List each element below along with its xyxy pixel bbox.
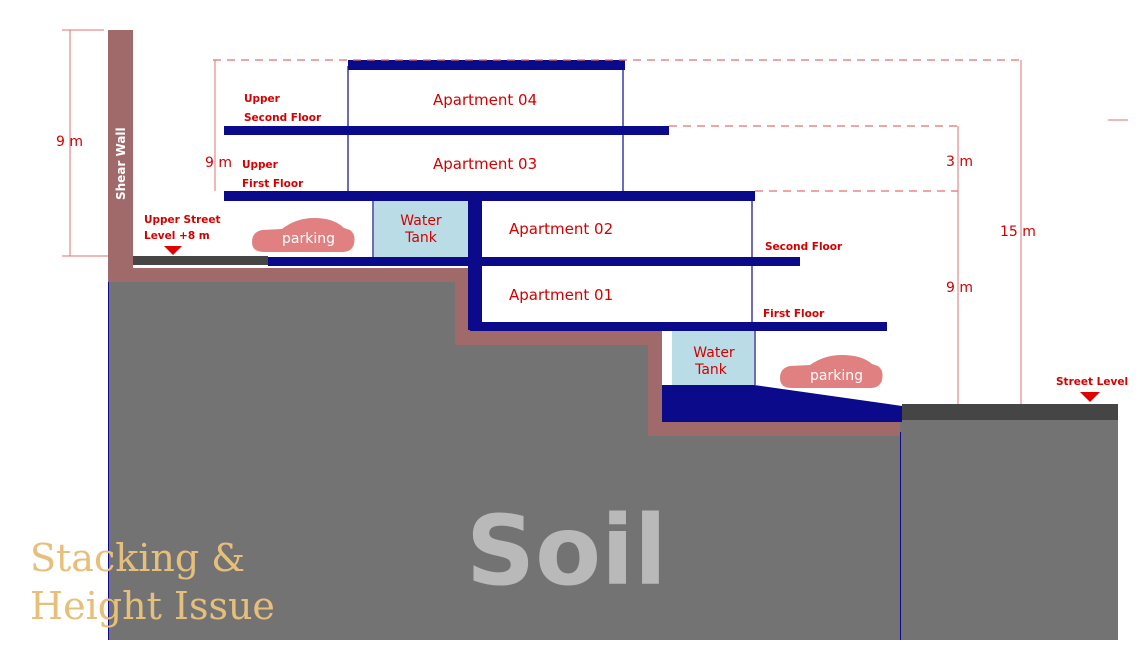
title-line-1: Stacking & xyxy=(30,536,245,580)
dimension-inner-9m: 9 m xyxy=(205,155,232,171)
dimension-left-9m: 9 m xyxy=(56,134,83,150)
upper-first-slab xyxy=(224,191,755,201)
upper-second-label-1: Upper xyxy=(244,93,281,105)
car-upper-icon xyxy=(252,218,355,252)
apartment-01-label: Apartment 01 xyxy=(509,286,613,304)
apartment-02-label: Apartment 02 xyxy=(509,220,613,238)
water-tank-upper xyxy=(374,200,468,258)
upper-street-road xyxy=(133,256,268,265)
dimension-right-9m: 9 m xyxy=(946,280,973,296)
first-floor-slab xyxy=(470,322,887,331)
title-line-2: Height Issue xyxy=(30,584,275,628)
slabs xyxy=(224,60,902,422)
car-lower-icon xyxy=(780,355,883,388)
level-lines xyxy=(62,29,1022,257)
water-tank-upper-label-2: Tank xyxy=(404,230,438,246)
core-left-wall xyxy=(468,200,482,330)
dimension-right-3m: 3 m xyxy=(946,154,973,170)
upper-street-level-label: Level +8 m xyxy=(144,230,210,242)
street-level-marker-icon xyxy=(1080,392,1100,402)
parking-upper-label: parking xyxy=(282,231,335,247)
upper-second-slab xyxy=(224,126,669,135)
street-level-label: Street Level xyxy=(1056,376,1128,388)
dimension-lines xyxy=(69,30,1128,404)
retaining-wall xyxy=(108,256,900,436)
soil-label: Soil xyxy=(466,495,667,607)
upper-second-label-2: Second Floor xyxy=(244,112,322,124)
upper-first-label-1: Upper xyxy=(242,159,279,171)
roof-slab xyxy=(348,60,625,70)
water-tank-lower-label-1: Water xyxy=(693,345,735,361)
water-tank-upper-label-1: Water xyxy=(400,213,442,229)
street-level-road xyxy=(902,404,1118,420)
upper-street-label: Upper Street xyxy=(144,214,221,226)
shear-wall xyxy=(108,30,133,256)
water-tank-lower-label-2: Tank xyxy=(694,362,728,378)
upper-street-marker-icon xyxy=(164,246,182,255)
first-floor-label: First Floor xyxy=(763,308,825,320)
second-floor-label: Second Floor xyxy=(765,241,843,253)
dimension-right-15m: 15 m xyxy=(1000,224,1036,240)
water-tank-lower xyxy=(672,331,754,385)
apartment-03-label: Apartment 03 xyxy=(433,155,537,173)
soil-mass xyxy=(108,282,1118,640)
parking-lower-label: parking xyxy=(810,368,863,384)
ramp xyxy=(662,385,902,422)
second-floor-slab xyxy=(268,257,800,266)
apartment-04-label: Apartment 04 xyxy=(433,91,537,109)
upper-first-label-2: First Floor xyxy=(242,178,304,190)
shear-wall-label: Shear Wall xyxy=(114,127,128,200)
